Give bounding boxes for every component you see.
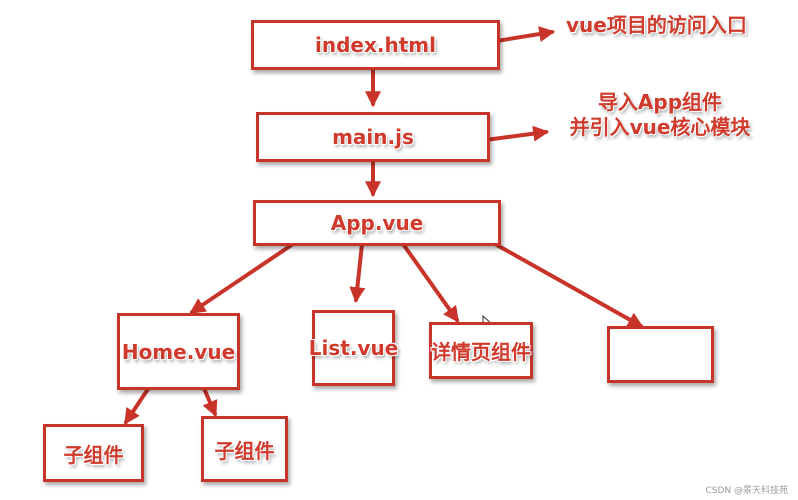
node-label: Home.vue (121, 339, 236, 364)
note-line-2: 并引入vue核心模块 (569, 115, 751, 139)
note-line-1: 导入App组件 (597, 90, 723, 114)
note-text: vue项目的访问入口 (566, 13, 747, 37)
node-label: 详情页组件 (431, 340, 531, 364)
node-index-html: index.html (251, 20, 500, 70)
node-label: 子组件 (214, 438, 275, 463)
arrow-app-detail (401, 242, 459, 323)
node-child-1: 子组件 (43, 424, 144, 482)
arrow-app-home (189, 236, 304, 314)
node-label: 子组件 (63, 442, 124, 467)
node-app-vue: App.vue (253, 200, 501, 246)
node-label: main.js (332, 125, 414, 149)
node-label: App.vue (330, 211, 424, 235)
arrow-home-child2 (201, 384, 218, 417)
node-child-2: 子组件 (201, 416, 288, 482)
node-label: index.html (315, 33, 436, 57)
node-empty (607, 326, 714, 383)
arrow-home-child1 (124, 384, 152, 425)
note-index-entry: vue项目的访问入口 (566, 13, 747, 38)
arrow-app-empty (486, 238, 644, 328)
node-main-js: main.js (256, 112, 490, 162)
node-detail: 详情页组件 (429, 322, 533, 379)
arrow-app-list (349, 242, 366, 304)
watermark: CSDN @景天科技苑 (705, 486, 788, 496)
node-list-vue: List.vue (309, 310, 398, 386)
note-main-import: 导入App组件 并引入vue核心模块 (560, 90, 760, 140)
node-home-vue: Home.vue (117, 313, 240, 390)
node-label: List.vue (308, 336, 399, 360)
